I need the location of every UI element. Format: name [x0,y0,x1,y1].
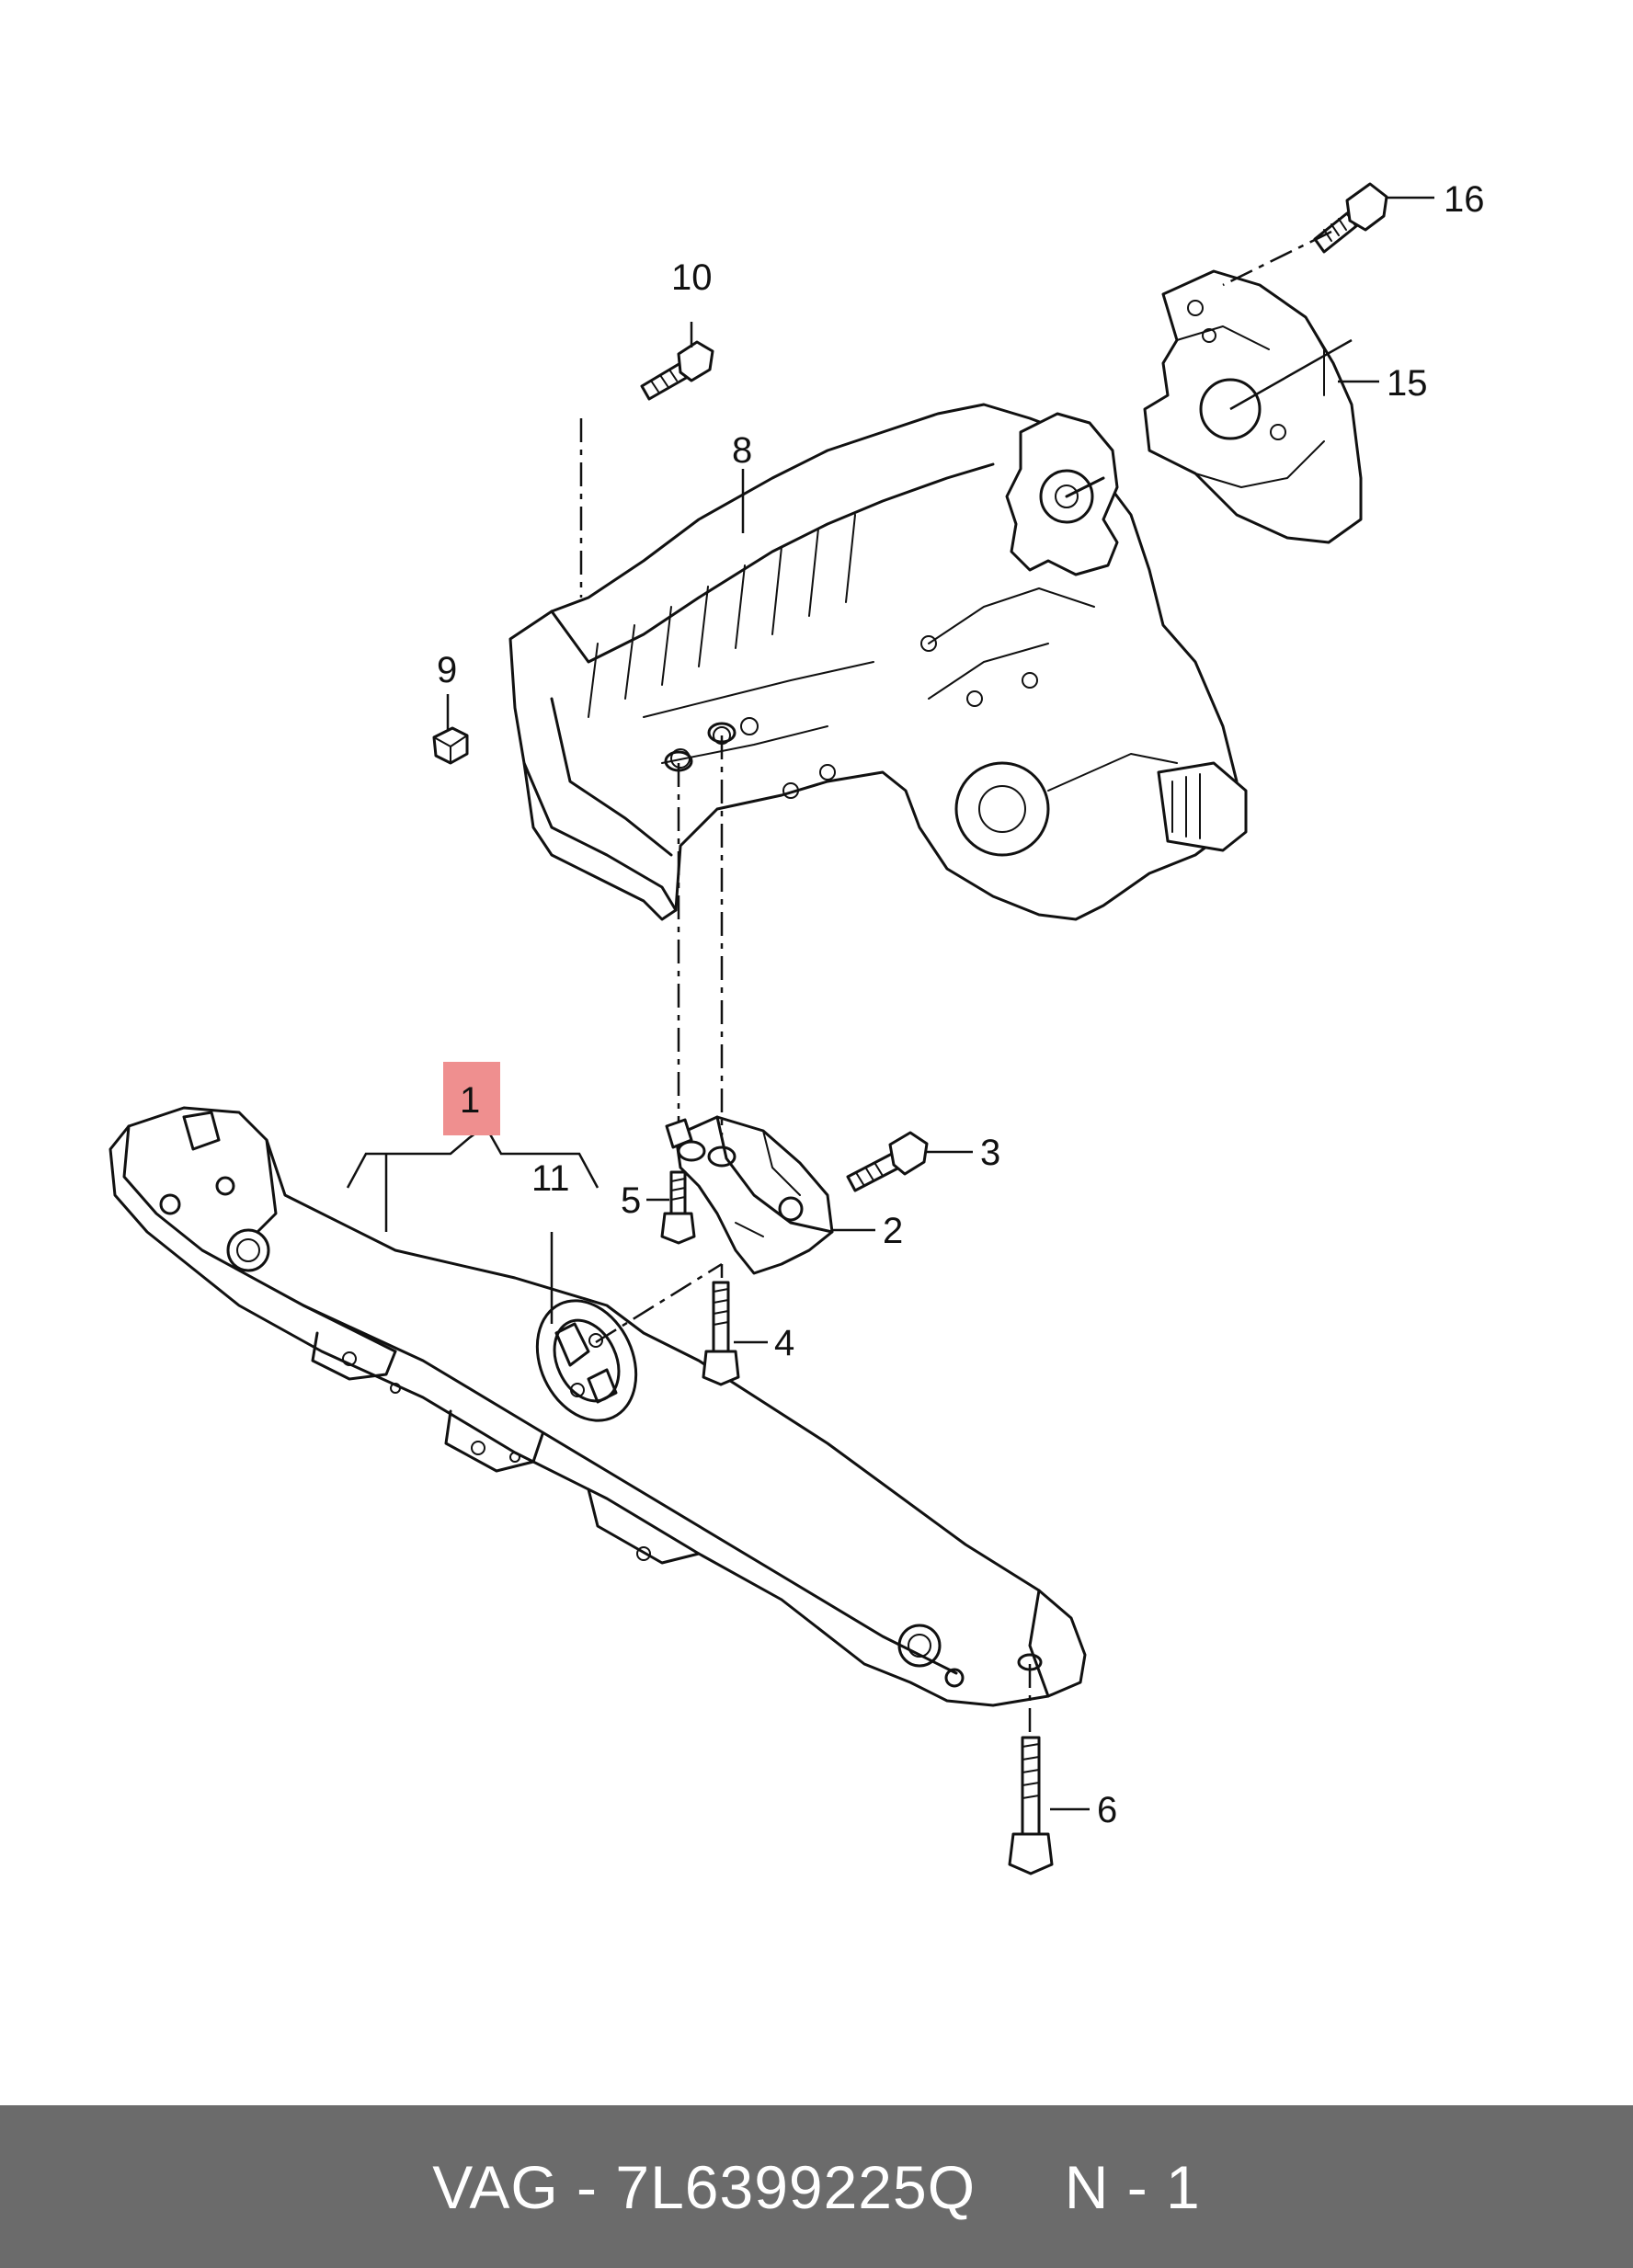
callout-15: 15 [1387,363,1428,404]
rubber-mount [535,1299,638,1422]
bolt-6 [1008,1736,1054,1875]
footer-bar: VAG - 7L6399225Q N - 1 [0,2105,1633,2268]
bracket [665,1115,834,1275]
callout-3: 3 [980,1133,1000,1173]
bolt-10 [640,340,714,401]
callout-8: 8 [732,430,752,471]
callout-2: 2 [883,1211,903,1251]
callout-5: 5 [621,1180,641,1221]
callout-16: 16 [1444,179,1485,220]
callout-1-highlight [443,1062,500,1135]
parts-diagram: 1 2 3 4 5 6 8 9 10 11 15 16 [108,179,1485,1875]
bolt-4 [702,1281,740,1386]
part-number-label: VAG - 7L6399225Q N - 1 [432,2152,1201,2221]
assembly-lines [579,230,1332,1733]
nut-9 [432,726,469,765]
bolt-5 [660,1170,696,1245]
callout-4: 4 [774,1323,794,1363]
callout-6: 6 [1097,1790,1117,1830]
callout-9: 9 [437,650,457,690]
callout-10: 10 [671,257,713,298]
transfer-case [508,403,1248,921]
bolt-16 [1313,182,1388,254]
callout-11: 11 [531,1158,570,1199]
cover-plate [1143,269,1363,544]
bolt-3 [846,1131,929,1192]
callout-1: 1 [460,1080,480,1121]
callouts: 1 2 3 4 5 6 8 9 10 11 15 16 [437,179,1485,1830]
